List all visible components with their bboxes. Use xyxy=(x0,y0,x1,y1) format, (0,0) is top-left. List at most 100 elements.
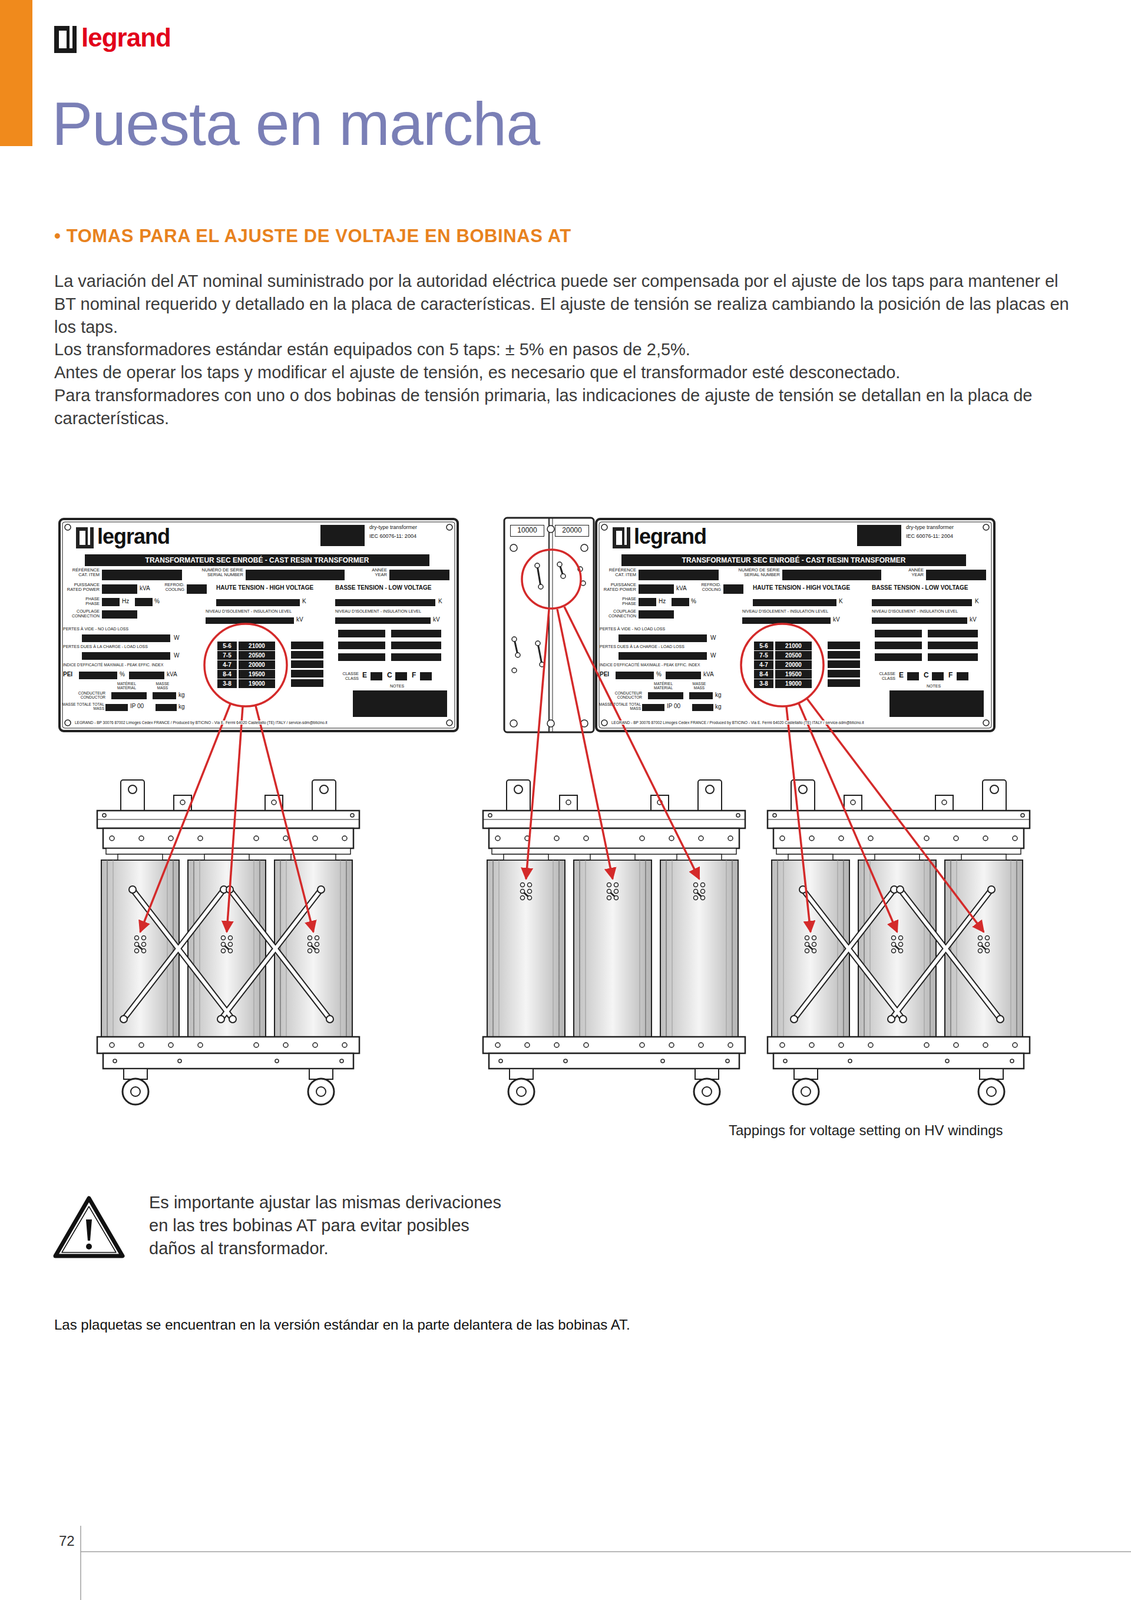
nameplate-field: W xyxy=(710,652,716,659)
nameplate-field: ANNÉE YEAR xyxy=(365,567,388,578)
tap-table-cell: 8-4 xyxy=(754,669,774,679)
nameplate-field: K xyxy=(438,597,443,605)
nameplate-drawing xyxy=(596,518,995,732)
pointer-arrow xyxy=(255,705,314,932)
tap-panel-drawing xyxy=(534,563,540,568)
nameplate-field: COUPLAGE CONNECTION xyxy=(61,609,100,618)
tap-table-cell: 5-6 xyxy=(217,641,237,651)
nameplate-field: NOTES xyxy=(926,683,941,689)
tap-terminals xyxy=(520,883,532,901)
tap-table-cell: 7-5 xyxy=(754,650,774,660)
tap-panel-drawing xyxy=(538,584,544,590)
nameplate-field: RÉFÉRENCE CAT. ITEM xyxy=(598,567,637,578)
nameplate-field: PEI xyxy=(63,670,73,678)
tap-voltage: 20000 xyxy=(554,524,590,537)
nameplate-field: REFROID. COOLING xyxy=(152,582,185,592)
nameplate-field: kVA xyxy=(703,670,714,678)
nameplate-field: PEI xyxy=(599,670,610,678)
nameplate-field: kg xyxy=(715,691,722,699)
tap-terminals xyxy=(693,883,706,901)
nameplate-field: ANNÉE YEAR xyxy=(902,567,924,578)
nameplate-field: C xyxy=(387,671,393,680)
nameplate-field: MATÉRIEL MATERIAL xyxy=(110,681,144,690)
nameplate-field: K xyxy=(302,597,307,605)
highlight-circle xyxy=(521,549,581,609)
tap-panel-drawing xyxy=(557,561,562,567)
nameplate-field: kVA xyxy=(139,584,151,592)
warning-symbol xyxy=(55,1198,123,1256)
transformer-drawing xyxy=(767,779,1030,1105)
nameplate-field: HAUTE TENSION - HIGH VOLTAGE xyxy=(216,584,314,591)
nameplate-field: MASSE MASS xyxy=(690,681,709,690)
tap-table-cell: 21000 xyxy=(238,641,276,651)
nameplate-field: C xyxy=(923,671,929,680)
pointer-arrow xyxy=(526,609,550,879)
brand-icon xyxy=(54,25,77,54)
tap-voltage: 10000 xyxy=(510,524,545,537)
nameplate-field: MASSE TOTALE TOTAL MASS xyxy=(597,702,641,711)
warning-text: Es importante ajustar las mismas derivac… xyxy=(149,1191,503,1260)
nameplate-field: LEGRAND - BP 30076 87002 Limoges Cedex F… xyxy=(73,720,329,725)
tap-panel-drawing xyxy=(535,640,541,646)
tap-table-cell: 3-8 xyxy=(754,679,774,689)
nameplate-field: MASSE TOTALE TOTAL MASS xyxy=(60,702,105,711)
transformer-drawing xyxy=(483,779,746,1105)
nameplate-field: % xyxy=(656,670,662,678)
nameplate: legranddry-type transformerIEC 60076-11:… xyxy=(58,517,459,733)
page-number: 72 xyxy=(58,1533,75,1549)
tap-panel-drawing xyxy=(537,565,541,587)
nameplate-field: INDICE D'EFFICACITÉ MAXIMALE - PEAK EFFI… xyxy=(599,662,700,667)
nameplate-field: legrand xyxy=(97,524,170,549)
tap-terminals xyxy=(221,936,233,954)
nameplate-field: kVA xyxy=(166,670,178,678)
nameplate-field: NIVEAU D'ISOLEMENT - INSULATION LEVEL xyxy=(335,609,422,614)
warning-symbol xyxy=(61,1206,117,1253)
nameplate-field: IEC 60076-11: 2004 xyxy=(905,533,954,540)
nameplate-field: kg xyxy=(178,703,185,710)
pointer-arrow xyxy=(786,706,811,932)
nameplate-field: IEC 60076-11: 2004 xyxy=(369,533,417,540)
nameplate-field: BASSE TENSION - LOW VOLTAGE xyxy=(335,584,432,591)
nameplate-field: W xyxy=(173,634,180,641)
nameplate-field: CLASSE CLASS xyxy=(871,671,896,681)
tap-table-cell: 19500 xyxy=(238,669,276,679)
nameplate-field: MATÉRIEL MATERIAL xyxy=(646,681,680,690)
tap-panel-drawing xyxy=(515,652,521,658)
nameplate-field: kV xyxy=(296,616,304,623)
nameplate-field: PHASE PHASE xyxy=(616,596,637,606)
nameplate-field: kV xyxy=(832,616,841,623)
body-paragraphs: La variación del AT nominal suministrado… xyxy=(54,269,1077,431)
nameplate: legranddry-type transformerIEC 60076-11:… xyxy=(594,517,996,733)
nameplate-field: E xyxy=(898,671,904,680)
nameplate-field: dry-type transformer xyxy=(905,524,954,531)
nameplate-field: CONDUCTEUR CONDUCTOR xyxy=(598,690,643,700)
tap-panel-drawing xyxy=(510,544,518,552)
brand-logo: legrand xyxy=(81,23,171,52)
tap-panel-drawing xyxy=(504,517,594,733)
tap-panel-drawing xyxy=(560,573,566,579)
nameplate-field: MASSE MASS xyxy=(153,681,172,690)
nameplate-field: PUISSANCE RATED POWER xyxy=(61,582,100,593)
pointer-arrow xyxy=(226,706,243,932)
tap-table-cell: 4-7 xyxy=(217,660,237,670)
tap-table-cell: 5-6 xyxy=(754,641,774,651)
nameplate-field: LEGRAND - BP 30076 87002 Limoges Cedex F… xyxy=(610,720,866,725)
nameplate-field: Hz xyxy=(121,597,130,605)
nameplate-field: IP 00 xyxy=(130,702,144,710)
tap-table-cell: 20500 xyxy=(238,650,276,660)
nameplate-field: IP 00 xyxy=(666,702,681,710)
tap-panel: 10000 20000 xyxy=(504,517,594,733)
nameplate-field: W xyxy=(710,634,716,641)
nameplate-field: CLASSE CLASS xyxy=(335,671,359,681)
pointer-arrow xyxy=(807,698,984,932)
tap-terminals xyxy=(805,936,817,954)
nameplate-field: HAUTE TENSION - HIGH VOLTAGE xyxy=(752,584,851,591)
tap-panel-drawing xyxy=(511,667,517,673)
nameplate-field: TRANSFORMATEUR SEC ENROBÉ - CAST RESIN T… xyxy=(84,554,430,567)
nameplate-field: Hz xyxy=(658,597,666,605)
warning-symbol xyxy=(86,1243,92,1250)
accent-bar xyxy=(0,0,33,147)
tap-table-cell: 3-8 xyxy=(217,679,237,689)
tap-panel-drawing xyxy=(580,544,588,552)
nameplate-field: REFROID. COOLING xyxy=(689,582,722,592)
